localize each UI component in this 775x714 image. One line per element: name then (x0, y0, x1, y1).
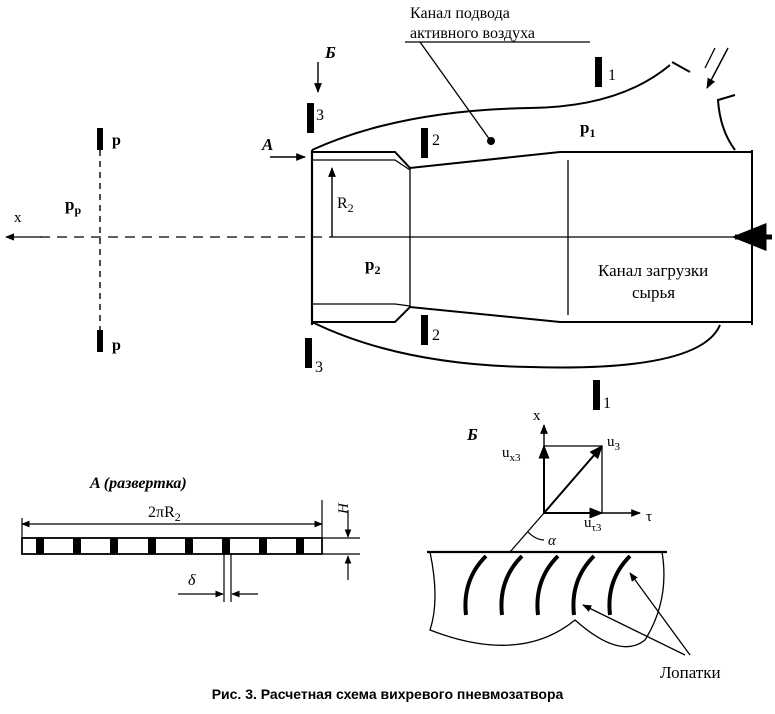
marker-1-top (595, 57, 602, 87)
load-channel-label-2: сырья (632, 283, 675, 302)
vec-u3 (543, 444, 603, 514)
label-p-bottom: p (112, 337, 121, 354)
inner-tube-bottom (312, 305, 752, 323)
circumference-label: 2πR2 (148, 504, 181, 524)
airflow-arrow-2 (704, 47, 716, 69)
load-channel-label-1: Канал загрузки (598, 261, 708, 280)
blade (535, 554, 560, 616)
unfolding-view: A (развертка) 2πR2 H δ (21, 475, 360, 602)
label-2-top: 2 (432, 132, 440, 149)
slot (73, 538, 81, 554)
marker-p-bottom (97, 330, 103, 352)
air-channel-label-1: Канал подвода (410, 5, 510, 22)
main-schematic (5, 41, 772, 369)
slot (185, 538, 193, 554)
h-label: H (336, 502, 352, 515)
label-p2: p2 (365, 255, 380, 277)
label-1-top: 1 (608, 67, 616, 84)
slot (148, 538, 156, 554)
blades-label: Лопатки (660, 663, 721, 682)
alpha-label: α (548, 533, 557, 549)
figure-caption: Рис. 3. Расчетная схема вихревого пневмо… (211, 686, 564, 702)
section-a-label: A (261, 135, 273, 154)
marker-2-top (421, 128, 428, 158)
slot (36, 538, 44, 554)
unfold-title: A (развертка) (89, 475, 187, 492)
view-b-label: Б (466, 425, 478, 444)
unfold-strip (21, 537, 323, 555)
u3-label: u3 (607, 434, 621, 453)
label-3-bottom: 3 (315, 359, 323, 376)
ux-label: ux3 (502, 445, 521, 464)
blade-band-outline (429, 551, 665, 648)
label-p-top: p (112, 132, 121, 149)
vec-x-label: x (533, 408, 541, 424)
delta-label: δ (188, 572, 196, 589)
blade-pointer-1 (582, 604, 686, 656)
label-R2: R2 (337, 195, 354, 215)
marker-p-top (97, 128, 103, 150)
air-channel-dot (487, 137, 495, 145)
label-3-top: 3 (316, 107, 324, 124)
label-p1: p1 (580, 118, 595, 140)
marker-3-top (307, 103, 314, 133)
label-x-axis: x (14, 210, 22, 226)
marker-2-bottom (421, 315, 428, 345)
outer-housing-bottom (311, 321, 721, 369)
alpha-arc (527, 531, 545, 541)
unfold-slots (36, 538, 304, 554)
blade (607, 554, 632, 616)
air-channel-label-2: активного воздуха (410, 25, 535, 42)
section-b-label: Б (324, 43, 336, 62)
air-inlet-fitting (671, 61, 736, 151)
inner-tube-bottom2 (312, 303, 411, 307)
slot (110, 538, 118, 554)
tau-label: τ (646, 509, 652, 525)
airflow-arrow (706, 47, 729, 89)
slot (259, 538, 267, 554)
blade (463, 554, 488, 616)
blade (499, 554, 524, 616)
blades (463, 554, 632, 616)
leader-line (419, 41, 491, 141)
label-pp: pp (65, 195, 81, 217)
slot (222, 538, 230, 554)
velocity-view: Б x ux3 u3 uτ3 τ α Л (427, 408, 721, 682)
blade-pointer-2 (629, 572, 691, 656)
inner-tube-top2 (312, 159, 411, 171)
vec-ext (509, 512, 545, 553)
blade (571, 554, 596, 616)
outer-housing-top (311, 64, 671, 151)
marker-1-bottom (593, 380, 600, 410)
marker-3-bottom (305, 338, 312, 368)
label-2-bottom: 2 (432, 327, 440, 344)
slot (296, 538, 304, 554)
section-markers (97, 57, 602, 410)
ut-label: uτ3 (584, 515, 602, 534)
label-1-bottom: 1 (603, 395, 611, 412)
